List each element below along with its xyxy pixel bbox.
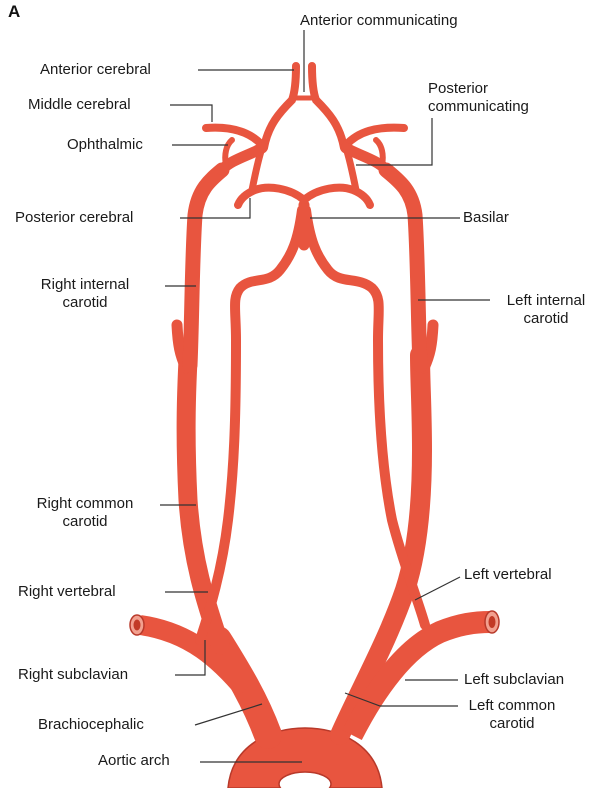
panel-letter: A <box>8 2 20 22</box>
label-brachiocephalic: Brachiocephalic <box>38 716 144 734</box>
label-left-common-carotid-line1: Left common <box>462 697 562 715</box>
label-left-internal-carotid-line2: carotid <box>490 310 602 328</box>
label-right-internal-carotid-line2: carotid <box>20 294 150 312</box>
label-left-common-carotid-line2: carotid <box>462 715 562 733</box>
label-ophthalmic: Ophthalmic <box>67 136 143 154</box>
label-right-vertebral: Right vertebral <box>18 583 116 601</box>
label-right-common-carotid-line1: Right common <box>20 495 150 513</box>
label-anterior-cerebral: Anterior cerebral <box>40 61 151 79</box>
label-right-subclavian: Right subclavian <box>18 666 128 684</box>
leader-left-vertebral <box>415 577 460 600</box>
label-posterior-communicating-line1: Posterior <box>428 80 488 98</box>
label-middle-cerebral: Middle cerebral <box>28 96 131 114</box>
label-right-common-carotid-line2: carotid <box>20 513 150 531</box>
left-vertebral-artery <box>306 210 425 625</box>
label-posterior-cerebral: Posterior cerebral <box>15 209 133 227</box>
left-internal-carotid-artery <box>386 170 420 365</box>
label-right-internal-carotid-line1: Right internal <box>20 276 150 294</box>
label-basilar: Basilar <box>463 209 509 227</box>
right-middle-cerebral-artery <box>206 128 262 145</box>
label-left-internal-carotid-line1: Left internal <box>490 292 602 310</box>
right-anterior-cerebral-artery <box>264 66 296 148</box>
label-anterior-communicating: Anterior communicating <box>300 12 458 30</box>
right-vertebral-artery <box>200 210 302 640</box>
label-left-vertebral: Left vertebral <box>464 566 552 584</box>
left-anterior-cerebral-artery <box>312 66 344 148</box>
right-internal-carotid-artery <box>190 170 222 365</box>
label-left-subclavian: Left subclavian <box>464 671 564 689</box>
right-posterior-cerebral-artery <box>238 188 304 205</box>
label-posterior-communicating-line2: communicating <box>428 98 529 116</box>
leader-middle-cerebral <box>170 105 212 122</box>
left-posterior-cerebral-artery <box>304 188 370 205</box>
label-aortic-arch: Aortic arch <box>98 752 170 770</box>
